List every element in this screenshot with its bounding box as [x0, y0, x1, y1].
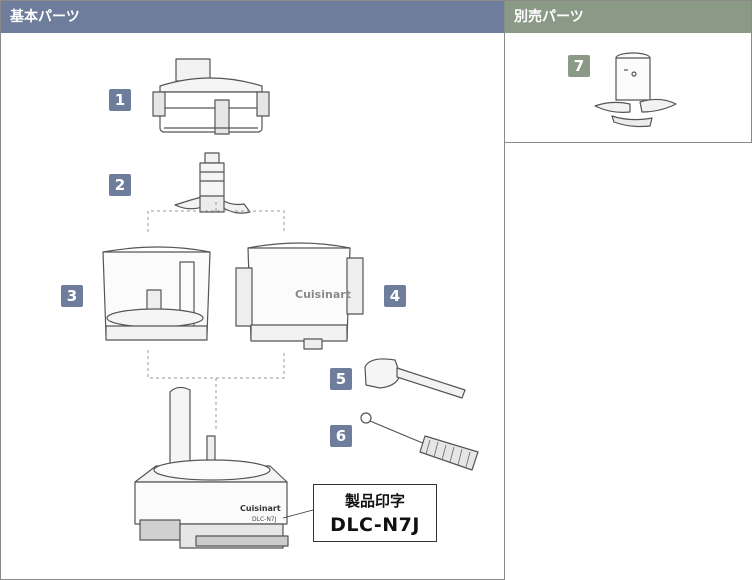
part-number-6: 6: [330, 425, 352, 447]
base-illustration: [134, 386, 289, 549]
optional-parts-header: 別売パーツ: [505, 1, 751, 33]
product-print-model: DLC-N7J: [330, 514, 420, 536]
basic-parts-header: 基本パーツ: [1, 1, 504, 33]
bowl-brand-logo: Cuisinart: [295, 288, 351, 301]
part-number-5: 5: [330, 368, 352, 390]
product-print-title: 製品印字: [344, 492, 405, 510]
optional-blade-illustration: [594, 52, 677, 128]
spatula-illustration: [364, 358, 466, 399]
product-print-callout: 製品印字 DLC-N7J: [313, 484, 437, 542]
work-bowl-front-illustration: [235, 242, 364, 350]
part-number-3: 3: [61, 285, 83, 307]
base-model-caption: DLC-N7J: [252, 516, 277, 523]
base-brand-logo: Cuisinart: [240, 504, 281, 513]
blade-illustration: [174, 152, 251, 214]
part-number-1: 1: [109, 89, 131, 111]
part-number-2: 2: [109, 174, 131, 196]
part-number-4: 4: [384, 285, 406, 307]
lid-illustration: [152, 58, 270, 135]
brush-illustration: [360, 412, 479, 471]
print-leader-line: [282, 509, 314, 519]
work-bowl-illustration: [102, 246, 211, 341]
part-number-7: 7: [568, 55, 590, 77]
assembly-guides: [147, 200, 285, 430]
